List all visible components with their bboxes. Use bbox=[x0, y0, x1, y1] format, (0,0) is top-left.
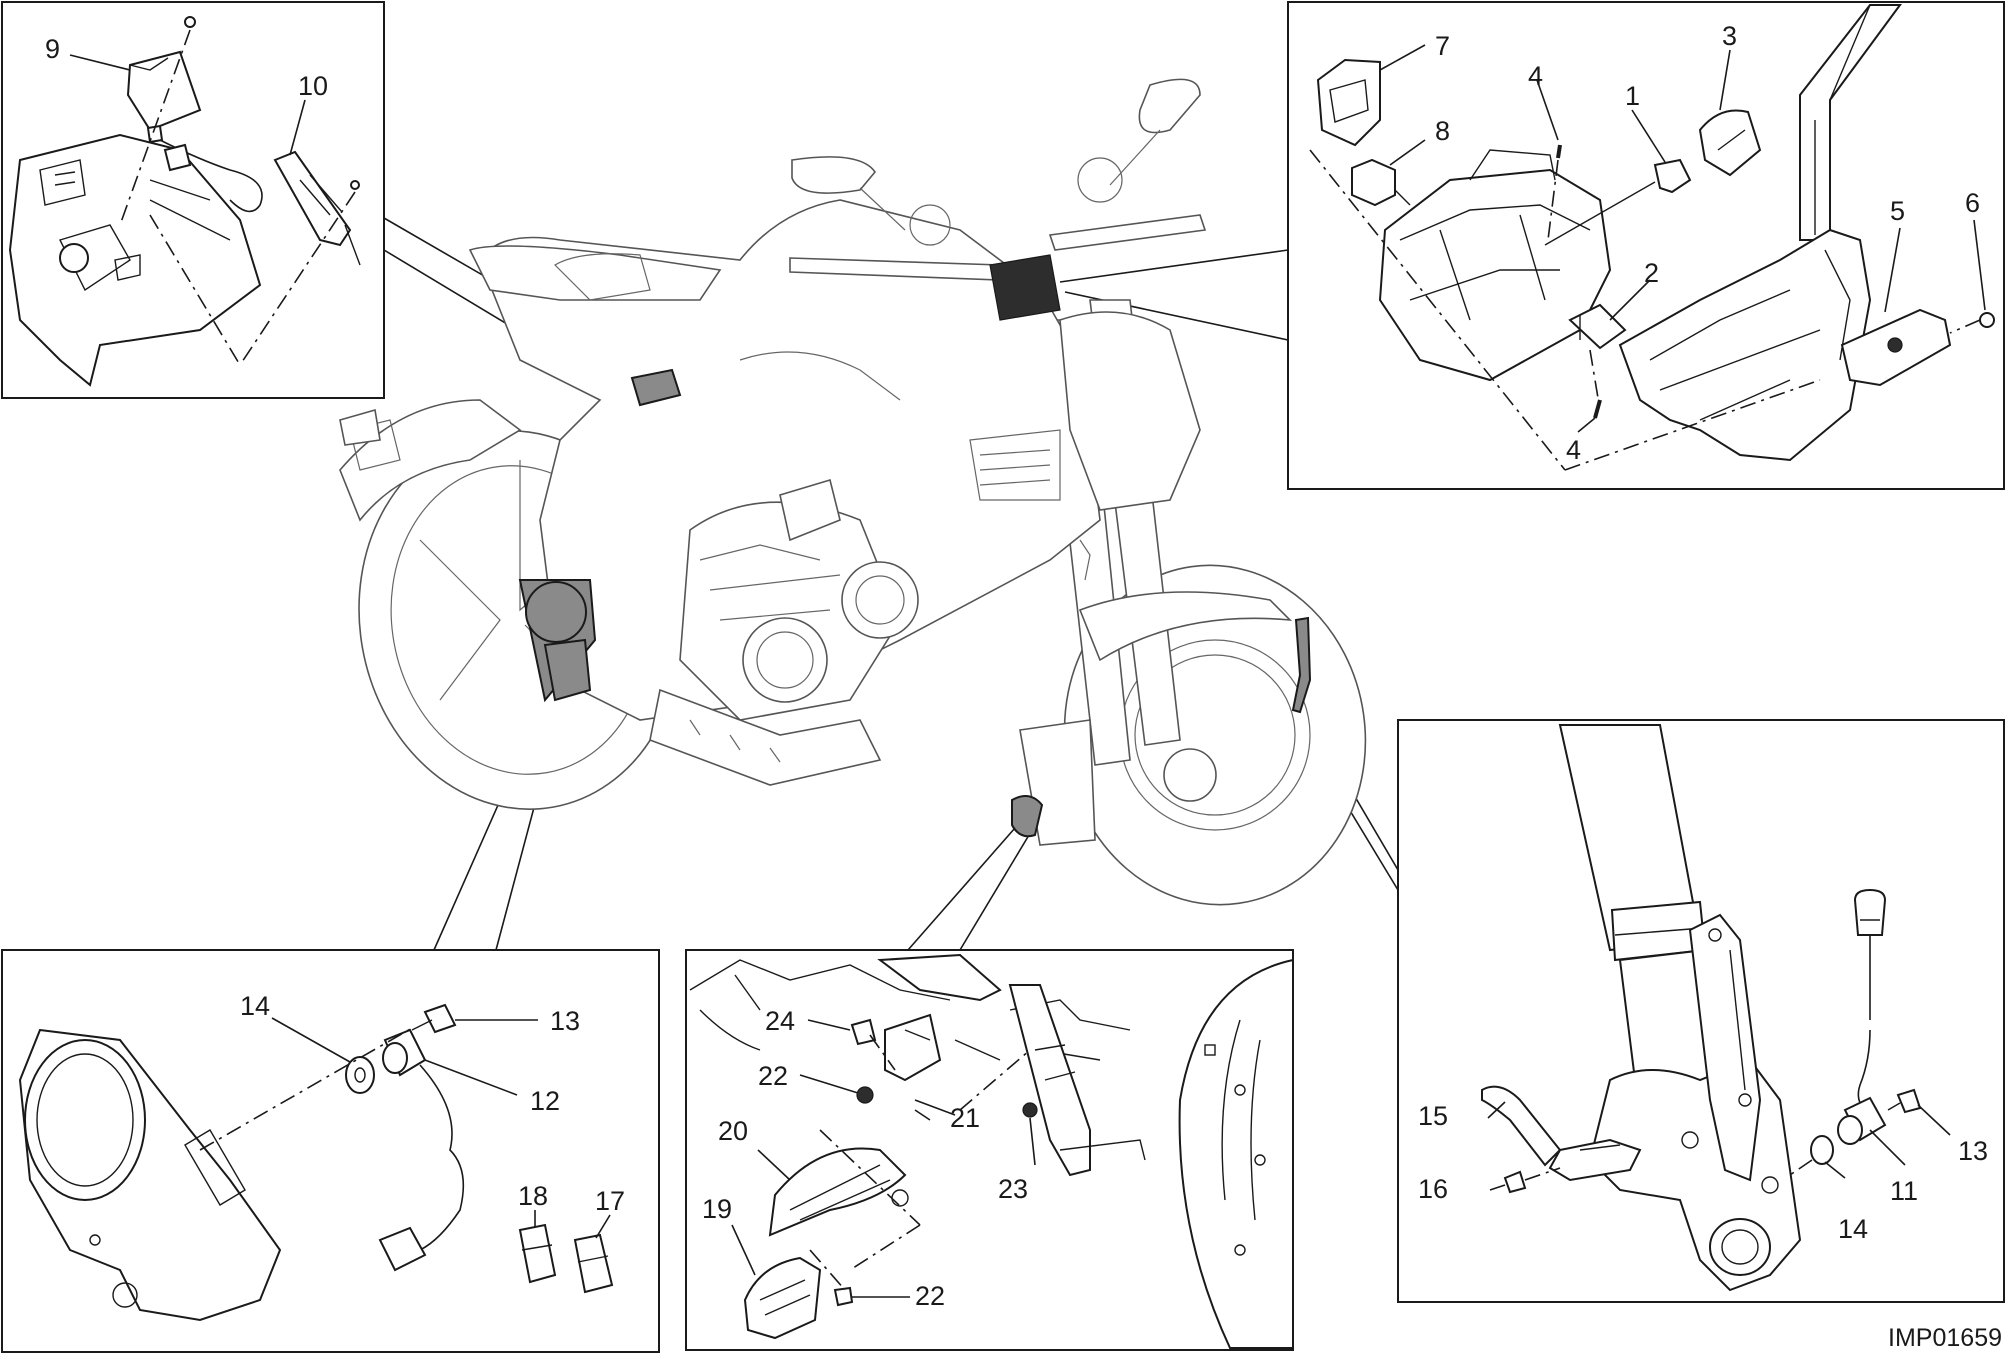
callout-7: 7 bbox=[1435, 31, 1450, 61]
callout-23: 23 bbox=[998, 1174, 1028, 1204]
callout-6: 6 bbox=[1965, 188, 1980, 218]
inset-top-left: 9 10 bbox=[1, 1, 385, 399]
callout-11: 11 bbox=[1890, 1176, 1918, 1206]
callout-14-right: 14 bbox=[1838, 1214, 1868, 1244]
callout-19: 19 bbox=[702, 1194, 732, 1224]
washer-14-right bbox=[1810, 1135, 1834, 1165]
bracket-10 bbox=[273, 150, 352, 247]
bolt-13-right bbox=[1896, 1088, 1922, 1114]
cable-part-1 bbox=[1653, 158, 1692, 194]
highlight-lower-module bbox=[1011, 795, 1044, 838]
callout-12: 12 bbox=[530, 1086, 560, 1116]
callout-18: 18 bbox=[518, 1181, 548, 1211]
bolt-22-lower bbox=[833, 1286, 854, 1307]
figure-reference-code: IMP01659 bbox=[1888, 1324, 2002, 1352]
callout-22-upper: 22 bbox=[758, 1061, 788, 1091]
bracket-2 bbox=[1568, 303, 1627, 350]
highlight-rear-bracket bbox=[543, 638, 592, 702]
nut-23 bbox=[1022, 1102, 1038, 1118]
connector-8 bbox=[1351, 158, 1396, 207]
callout-9: 9 bbox=[45, 34, 60, 64]
callout-17: 17 bbox=[595, 1186, 625, 1216]
callout-22-lower: 22 bbox=[915, 1281, 945, 1311]
callout-4-upper: 4 bbox=[1528, 61, 1543, 91]
inset-top-right: 7 8 4 1 3 2 4 5 6 bbox=[1287, 1, 2005, 490]
callout-3: 3 bbox=[1722, 21, 1737, 51]
nut-22-upper bbox=[856, 1086, 874, 1104]
callout-21: 21 bbox=[950, 1103, 980, 1133]
callout-5: 5 bbox=[1890, 196, 1905, 226]
screw-6 bbox=[1979, 312, 1995, 328]
callout-4-lower: 4 bbox=[1566, 435, 1581, 465]
dashboard-housing bbox=[1378, 168, 1612, 382]
screw-16 bbox=[1503, 1170, 1527, 1194]
callout-24: 24 bbox=[765, 1006, 795, 1036]
callout-13-left: 13 bbox=[550, 1006, 580, 1036]
callout-8: 8 bbox=[1435, 116, 1450, 146]
inset-bottom-right: 15 16 14 11 13 bbox=[1397, 719, 2005, 1303]
bolt-13 bbox=[423, 1003, 457, 1034]
control-module-9 bbox=[126, 50, 202, 132]
motorcycle-illustration bbox=[339, 78, 1367, 906]
bracket-21 bbox=[884, 1013, 942, 1082]
callout-14-left: 14 bbox=[240, 991, 270, 1021]
clip-18 bbox=[518, 1223, 557, 1284]
screw-4-upper bbox=[1556, 144, 1562, 159]
callout-13-right: 13 bbox=[1958, 1136, 1988, 1166]
callout-10: 10 bbox=[298, 71, 328, 101]
callout-2: 2 bbox=[1644, 258, 1659, 288]
inset-bottom-left: 14 13 12 18 17 bbox=[1, 949, 660, 1353]
callout-1: 1 bbox=[1625, 81, 1640, 111]
highlight-rear-sensor-ring bbox=[525, 581, 587, 643]
side-stand bbox=[1008, 984, 1091, 1177]
washer-14 bbox=[345, 1056, 375, 1094]
callout-16: 16 bbox=[1418, 1174, 1448, 1204]
module-19 bbox=[743, 1256, 822, 1340]
callout-20: 20 bbox=[718, 1116, 748, 1146]
highlight-under-seat-module bbox=[630, 368, 682, 407]
clip-24 bbox=[850, 1018, 877, 1046]
highlight-front-wiring bbox=[1291, 616, 1312, 714]
inset-bottom-middle: 24 22 21 23 20 19 22 bbox=[685, 949, 1294, 1351]
callout-15: 15 bbox=[1418, 1101, 1448, 1131]
screw-4-lower bbox=[1593, 399, 1602, 419]
cover-3 bbox=[1698, 109, 1762, 177]
clip-17 bbox=[573, 1233, 614, 1294]
